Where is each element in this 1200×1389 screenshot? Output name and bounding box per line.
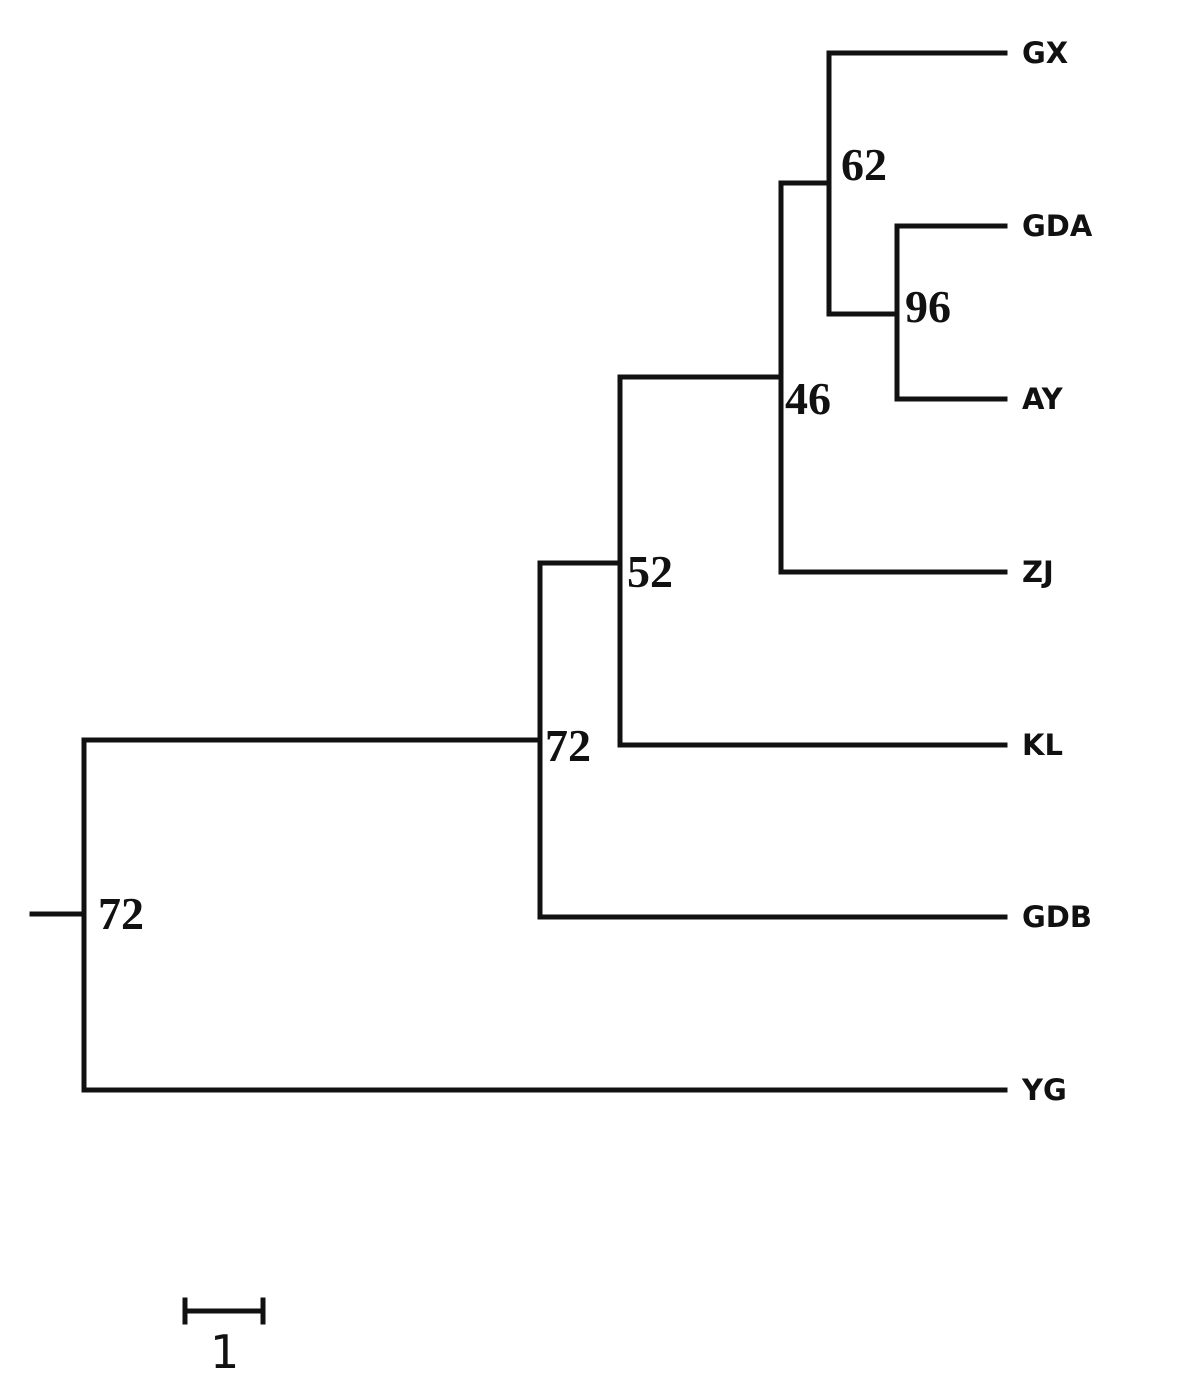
support-value-node-62: 62 [841,139,887,190]
scale-bar-label: 1 [210,1325,239,1379]
support-value-node-72-root: 72 [98,888,144,939]
scale-bar: 1 [182,1297,266,1379]
support-value-node-96: 96 [905,281,951,332]
taxon-label-gx: GX [1022,36,1068,70]
support-value-node-72-inner: 72 [545,720,591,771]
taxon-label-yg: YG [1021,1073,1067,1107]
support-value-node-52: 52 [627,546,673,597]
taxon-label-ay: AY [1022,382,1064,416]
taxon-label-zj: ZJ [1022,555,1054,589]
taxon-label-gdb: GDB [1022,900,1092,934]
support-value-node-46: 46 [785,373,831,424]
taxon-label-kl: KL [1022,728,1063,762]
taxon-label-gda: GDA [1022,209,1093,243]
